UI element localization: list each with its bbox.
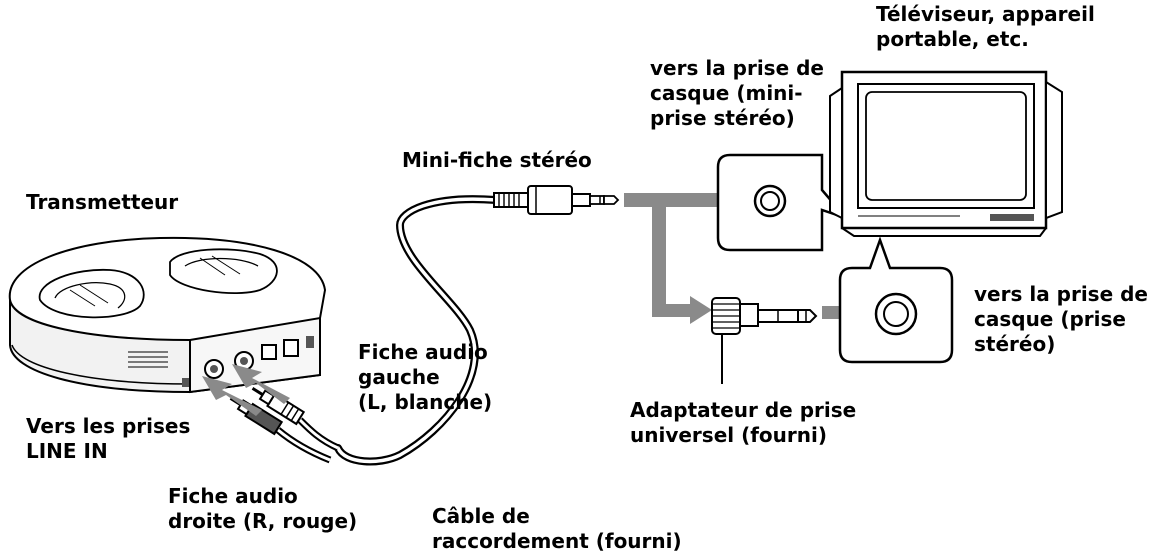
line-in-arrows bbox=[202, 364, 290, 416]
left-audio-plug-label: Fiche audio gauche (L, blanche) bbox=[358, 340, 492, 415]
mini-jack-label: vers la prise de casque (mini- prise sté… bbox=[650, 56, 824, 131]
transmitter-device-icon bbox=[8, 236, 327, 394]
television-icon bbox=[829, 70, 1063, 237]
rca-audio-plugs-icon bbox=[229, 387, 306, 436]
left-audio-plug-line: gauche bbox=[358, 365, 440, 389]
mini-jack-line: casque (mini- bbox=[650, 81, 803, 105]
mini-plug-label: Mini-fiche stéréo bbox=[402, 148, 592, 173]
line-in-label: Vers les prises LINE IN bbox=[26, 414, 190, 464]
cable-label: Câble de raccordement (fourni) bbox=[432, 504, 682, 554]
cable-line: raccordement (fourni) bbox=[432, 529, 682, 553]
stereo-jack-line: casque (prise bbox=[974, 307, 1126, 331]
adaptor-label: Adaptateur de prise universel (fourni) bbox=[630, 398, 856, 448]
plug-adaptor-icon bbox=[711, 297, 818, 384]
stereo-jack-line: vers la prise de bbox=[974, 282, 1148, 306]
right-audio-plug-line: droite (R, rouge) bbox=[168, 509, 358, 533]
right-audio-plug-label: Fiche audio droite (R, rouge) bbox=[168, 484, 357, 534]
transmitter-label: Transmetteur bbox=[26, 190, 178, 215]
adaptor-line: Adaptateur de prise bbox=[630, 398, 857, 422]
line-in-line: Vers les prises bbox=[26, 414, 191, 438]
left-audio-plug-line: Fiche audio bbox=[358, 340, 488, 364]
line-in-line: LINE IN bbox=[26, 439, 108, 463]
stereo-jack-callout bbox=[838, 236, 954, 364]
connection-cable bbox=[275, 195, 500, 466]
transmitter-line: Transmetteur bbox=[26, 190, 179, 214]
left-audio-plug-line: (L, blanche) bbox=[358, 390, 493, 414]
tv-title-line: portable, etc. bbox=[876, 27, 1029, 51]
adaptor-line: universel (fourni) bbox=[630, 423, 828, 447]
mini-plug-line: Mini-fiche stéréo bbox=[402, 148, 592, 172]
mini-jack-line: vers la prise de bbox=[650, 56, 824, 80]
tv-title-label: Téléviseur, appareil portable, etc. bbox=[876, 2, 1095, 52]
right-audio-plug-line: Fiche audio bbox=[168, 484, 298, 508]
mini-jack-callout bbox=[716, 153, 850, 252]
tv-title-line: Téléviseur, appareil bbox=[876, 2, 1095, 26]
mini-jack-line: prise stéréo) bbox=[650, 106, 795, 130]
cable-line: Câble de bbox=[432, 504, 530, 528]
stereo-jack-label: vers la prise de casque (prise stéréo) bbox=[974, 282, 1148, 357]
stereo-mini-plug-icon bbox=[493, 185, 620, 215]
stereo-jack-line: stéréo) bbox=[974, 332, 1056, 356]
